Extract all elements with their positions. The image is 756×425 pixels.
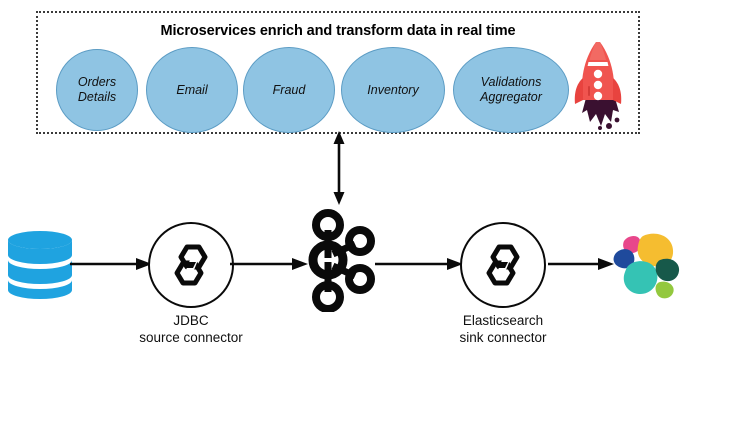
arrow-connector-to-elasticsearch [548, 258, 614, 270]
service-label: Inventory [367, 82, 419, 97]
label-line-2: sink connector [459, 329, 547, 345]
microservices-list: Orders Details Email Fraud Inventory Val… [38, 47, 638, 135]
rocket-icon [574, 42, 622, 130]
elasticsearch-logo-icon [613, 233, 680, 299]
label-jdbc-source-connector: JDBC source connector [91, 313, 291, 347]
kafka-connect-icon [174, 244, 208, 286]
arrow-kafka-microservices [333, 131, 345, 205]
microservices-box-title: Microservices enrich and transform data … [160, 23, 516, 39]
service-label: Email [176, 82, 208, 97]
label-line-1: Elasticsearch [462, 313, 544, 328]
arrow-kafka-to-elasticsearch-connector [375, 258, 463, 270]
arrow-jdbc-to-kafka [230, 258, 308, 270]
apache-kafka-icon [308, 209, 375, 312]
node-jdbc-source-connector[interactable] [148, 222, 234, 308]
service-ellipse-orders-details[interactable]: Orders Details [56, 49, 138, 131]
service-label: Fraud [272, 82, 306, 97]
service-ellipse-email[interactable]: Email [146, 47, 238, 133]
label-elasticsearch-sink-connector: Elasticsearch sink connector [403, 313, 603, 347]
service-ellipse-fraud[interactable]: Fraud [243, 47, 335, 133]
service-label: Validations Aggregator [480, 75, 542, 104]
service-ellipse-validations-aggregator[interactable]: Validations Aggregator [453, 47, 569, 133]
node-elasticsearch-sink-connector[interactable] [460, 222, 546, 308]
label-line-2: source connector [139, 329, 243, 345]
microservices-box: Microservices enrich and transform data … [36, 11, 640, 134]
kafka-connect-icon [486, 244, 520, 286]
service-label: Orders Details [77, 75, 117, 104]
database-cylinder-icon [8, 231, 72, 299]
arrow-database-to-jdbc [70, 258, 152, 270]
service-ellipse-inventory[interactable]: Inventory [341, 47, 445, 133]
label-line-1: JDBC [173, 313, 209, 328]
